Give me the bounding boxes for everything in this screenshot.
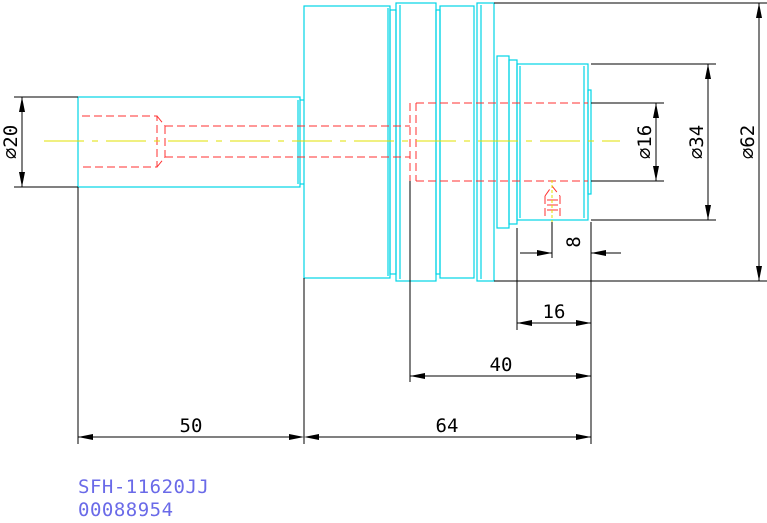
- collar-1: [496, 55, 510, 229]
- flange-groove-2: [435, 9, 441, 275]
- hidden-lines: [82, 102, 588, 218]
- dimension-arrows: [19, 3, 762, 440]
- dim-16-label: 16: [543, 301, 566, 323]
- dim-d34-label: ⌀34: [686, 125, 708, 159]
- nose-tip: [587, 89, 592, 195]
- dim-64-label: 64: [436, 415, 459, 437]
- dim-d16-label: ⌀16: [634, 125, 656, 159]
- collar-2: [508, 59, 518, 225]
- dim-40-label: 40: [490, 354, 513, 376]
- part-number-label: SFH-11620JJ: [78, 476, 210, 498]
- dim-8-label: 8: [563, 236, 585, 247]
- dim-50-label: 50: [180, 415, 203, 437]
- flange-ring-3: [476, 2, 495, 282]
- flange-ring-2: [439, 5, 475, 279]
- part-code-label: 00088954: [78, 499, 174, 521]
- dim-d20-label: ⌀20: [0, 125, 22, 159]
- flange-large: [303, 5, 391, 279]
- part-outline: [77, 2, 592, 282]
- flange-groove-1: [389, 9, 397, 275]
- dim-d62-label: ⌀62: [737, 125, 759, 159]
- shank-body: [77, 96, 301, 188]
